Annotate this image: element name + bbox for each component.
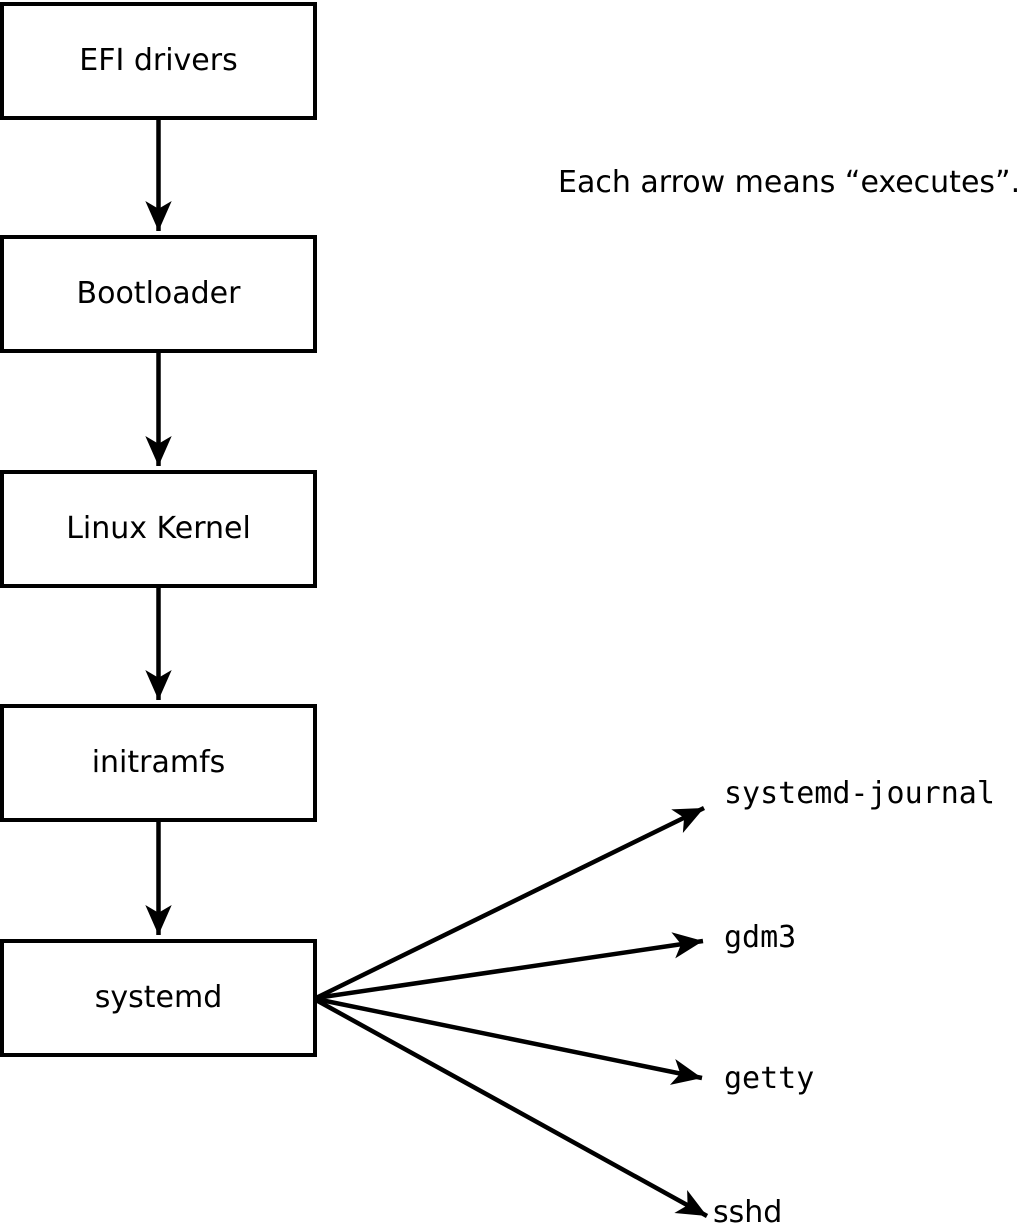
diagram-caption: Each arrow means “executes”.: [558, 165, 1021, 200]
flow-box-linux-kernel: Linux Kernel: [0, 470, 317, 588]
arrow-systemd-to-gdm3: [315, 932, 704, 1001]
flow-box-bootloader: Bootloader: [0, 235, 317, 353]
flow-box-initramfs: initramfs: [0, 704, 317, 822]
spawned-label-systemd-journal: systemd-journal: [724, 776, 995, 811]
flow-box-label: EFI drivers: [79, 43, 238, 78]
flow-box-label: systemd: [94, 980, 223, 1015]
flow-box-systemd: systemd: [0, 939, 317, 1057]
spawned-label-getty: getty: [724, 1061, 815, 1096]
arrow-systemd-to-getty: [315, 996, 703, 1085]
spawned-label-gdm3: gdm3: [724, 920, 797, 955]
flow-box-label: Linux Kernel: [66, 511, 251, 546]
flow-box-label: initramfs: [91, 745, 226, 780]
spawned-label-sshd: sshd: [713, 1195, 783, 1230]
flow-box-label: Bootloader: [76, 276, 241, 311]
arrow-systemd-to-sshd: [314, 998, 709, 1218]
flow-box-efi-drivers: EFI drivers: [0, 2, 317, 120]
arrow-systemd-to-journal: [315, 805, 705, 1001]
